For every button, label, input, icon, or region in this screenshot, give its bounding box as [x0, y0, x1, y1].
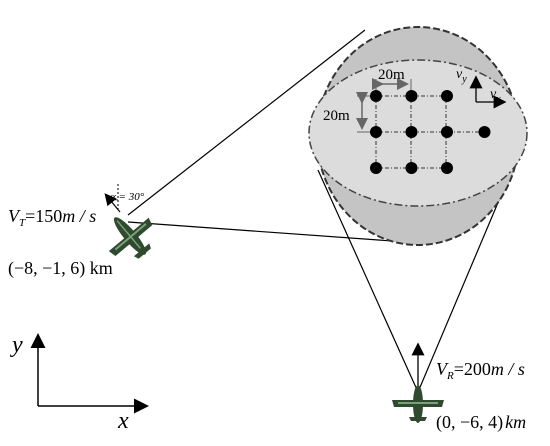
ground-axes: y x [10, 332, 149, 434]
x-axis-label: x [117, 408, 129, 434]
scatterer-point [405, 90, 418, 102]
target-position-label: (−8, −1, 6) km [8, 258, 113, 279]
radar-aircraft [392, 385, 444, 423]
axis-vy-label: vy [456, 67, 467, 85]
y-axis-label: y [10, 332, 23, 358]
target-velocity-label: VT=150m / s [8, 206, 96, 229]
axis-vx-label: vx [490, 87, 501, 105]
scatterer-point-extra [478, 126, 491, 138]
angle-label: α = 30° [110, 191, 145, 203]
target-heading: α = 30° [104, 182, 145, 213]
dimension-y: 20m [323, 92, 370, 133]
scatterer-point [441, 90, 453, 102]
scatterer-points [370, 90, 491, 174]
scatterer-point [405, 162, 418, 174]
radar-velocity-label: VR=200m / s [436, 359, 525, 382]
target-beam [127, 29, 421, 244]
inner-footprint [308, 59, 528, 207]
scatterer-point [405, 126, 418, 138]
scatterer-point [370, 162, 382, 174]
scatterer-point [441, 162, 453, 174]
dimension-x: 20m [372, 67, 412, 90]
inset-velocity-axes: vy vx [456, 67, 507, 109]
scatterer-point [441, 126, 453, 138]
dimension-x-label: 20m [378, 67, 405, 83]
target-aircraft [108, 217, 153, 259]
scatterer-point [370, 126, 382, 138]
radar-position-label: (0, −6, 4)km [436, 412, 526, 433]
dimension-y-label: 20m [323, 108, 350, 124]
scatterer-point [370, 90, 382, 102]
